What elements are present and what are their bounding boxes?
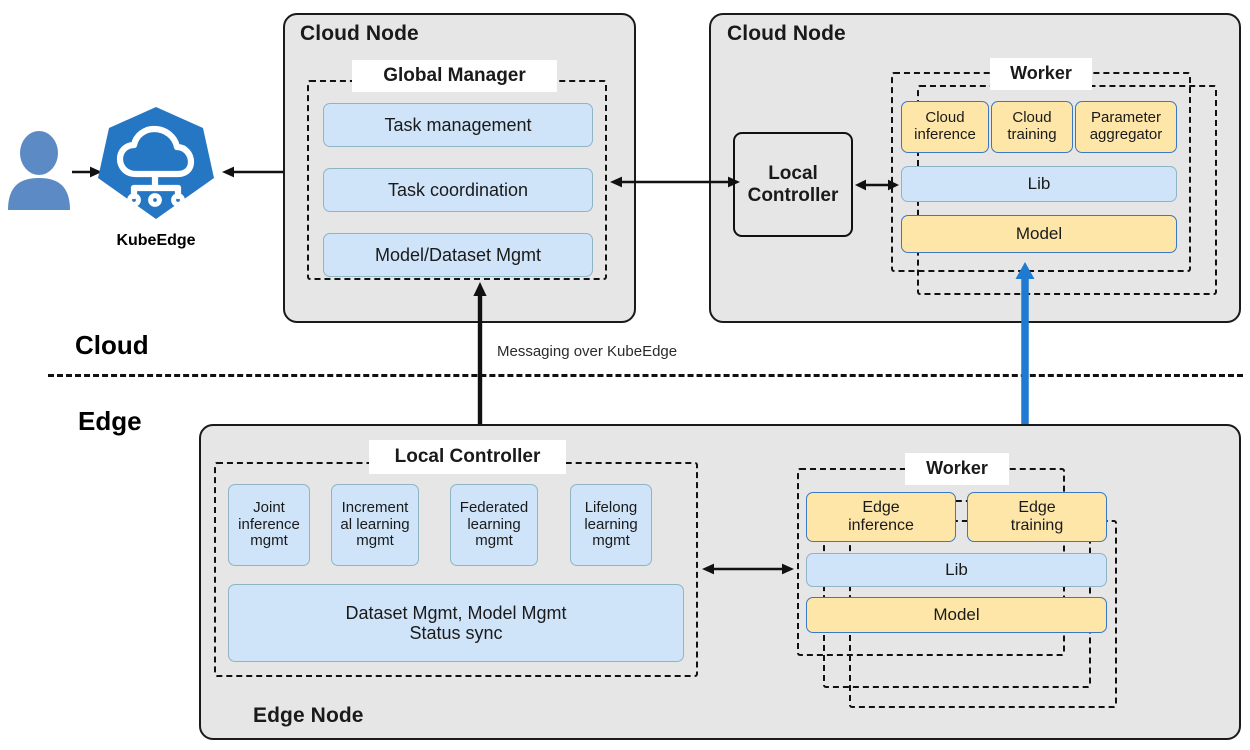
edge-region-label: Edge — [78, 406, 142, 436]
cloud-local-controller-box[interactable]: Local Controller — [733, 132, 853, 237]
cloud-edge-divider — [48, 374, 1243, 377]
incremental-learning-mgmt-line3: mgmt — [356, 532, 394, 550]
edge-inference-line2: inference — [848, 517, 914, 534]
cloud-local-controller-line1: Local — [768, 162, 818, 184]
cloud-local-controller-line2: Controller — [747, 184, 839, 206]
model-dataset-mgmt-box[interactable]: Model/Dataset Mgmt — [323, 233, 593, 277]
edge-inference-box[interactable]: Edge inference — [806, 492, 956, 542]
edge-inference-line1: Edge — [862, 499, 900, 517]
dataset-model-mgmt-line1: Dataset Mgmt, Model Mgmt — [345, 602, 567, 623]
edge-local-controller-label: Local Controller — [369, 440, 566, 474]
edge-lib-box[interactable]: Lib — [806, 553, 1107, 587]
edge-training-line1: Edge — [1018, 499, 1056, 517]
parameter-aggregator-box[interactable]: Parameter aggregator — [1075, 101, 1177, 153]
cloud-region-label: Cloud — [75, 330, 149, 360]
cloud-inference-line1: Cloud — [925, 109, 965, 127]
incremental-learning-mgmt-box[interactable]: Increment al learning mgmt — [331, 484, 419, 566]
kubeedge-logo-icon — [92, 104, 220, 222]
edge-worker-label: Worker — [905, 453, 1009, 485]
edge-worker-stack-ghost-1 — [823, 500, 1091, 688]
federated-learning-mgmt-line1: Federated — [459, 498, 529, 516]
global-manager-label: Global Manager — [352, 60, 557, 92]
edge-controller-worker-arrow — [702, 559, 794, 579]
user-icon — [8, 128, 70, 210]
joint-inference-mgmt-line1: Joint — [253, 498, 285, 516]
cloud-model-box[interactable]: Model — [901, 215, 1177, 253]
status-sync-line2: Status sync — [409, 623, 503, 643]
messaging-label: Messaging over KubeEdge — [497, 343, 678, 360]
task-management-box[interactable]: Task management — [323, 103, 593, 147]
federated-learning-mgmt-line3: mgmt — [475, 532, 513, 550]
cloud-inference-box[interactable]: Cloud inference — [901, 101, 989, 153]
cloud-inference-line2: inference — [914, 126, 976, 143]
parameter-aggregator-line1: Parameter — [1090, 109, 1162, 127]
cloud-training-line1: Cloud — [1012, 109, 1052, 127]
cloud-node-right-title: Cloud Node — [727, 22, 846, 45]
edge-training-line2: training — [1010, 517, 1064, 534]
lifelong-learning-mgmt-line1: Lifelong — [584, 498, 638, 516]
federated-learning-mgmt-line2: learning — [467, 515, 521, 533]
cloud-lib-box[interactable]: Lib — [901, 166, 1177, 202]
kubeedge-caption: KubeEdge — [116, 232, 196, 249]
federated-learning-mgmt-box[interactable]: Federated learning mgmt — [450, 484, 538, 566]
joint-inference-mgmt-box[interactable]: Joint inference mgmt — [228, 484, 310, 566]
joint-inference-mgmt-line2: inference — [238, 515, 300, 533]
incremental-learning-mgmt-line1: Increment — [341, 498, 409, 516]
lifelong-learning-mgmt-box[interactable]: Lifelong learning mgmt — [570, 484, 652, 566]
cloud-node-left-title: Cloud Node — [300, 22, 419, 45]
lifelong-learning-mgmt-line3: mgmt — [592, 532, 630, 550]
edge-training-box[interactable]: Edge training — [967, 492, 1107, 542]
dataset-model-mgmt-status-sync-box[interactable]: Dataset Mgmt, Model Mgmt Status sync — [228, 584, 684, 662]
edge-node-title: Edge Node — [253, 704, 364, 727]
lifelong-learning-mgmt-line2: learning — [584, 515, 638, 533]
edge-model-box[interactable]: Model — [806, 597, 1107, 633]
cloud-training-box[interactable]: Cloud training — [991, 101, 1073, 153]
cloud-training-line2: training — [1007, 126, 1057, 143]
cloud-worker-label: Worker — [990, 58, 1092, 90]
cloudnode-to-cloudnode-arrow — [610, 172, 740, 192]
user-to-kubeedge-arrow — [72, 162, 102, 182]
cloud-controller-worker-arrow — [855, 175, 899, 195]
incremental-learning-mgmt-line2: al learning — [340, 515, 410, 533]
task-coordination-box[interactable]: Task coordination — [323, 168, 593, 212]
joint-inference-mgmt-line3: mgmt — [250, 532, 288, 550]
parameter-aggregator-line2: aggregator — [1089, 126, 1163, 143]
